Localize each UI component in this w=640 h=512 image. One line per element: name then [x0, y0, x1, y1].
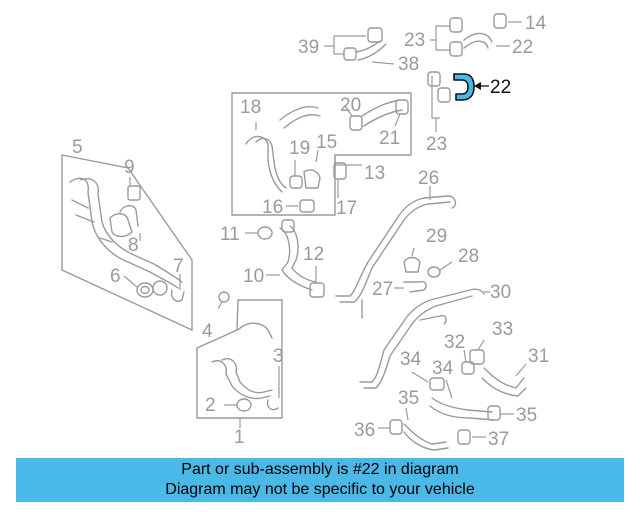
part-group-5: 5 9 8 6 7 [61, 137, 193, 332]
part-group-26-30: 26 29 28 27 30 [335, 168, 511, 389]
part-group-top: 39 38 23 22 14 [298, 13, 547, 75]
callout-24: 22 [512, 37, 533, 58]
part-group-13: 18 19 15 20 21 16 13 17 [231, 92, 412, 219]
callout-21: 21 [379, 128, 400, 149]
callout-33: 33 [492, 319, 513, 340]
callout-8: 8 [128, 235, 139, 256]
callout-26: 26 [418, 168, 439, 189]
callout-9: 9 [124, 157, 135, 178]
callout-18: 18 [240, 97, 261, 118]
part-group-31-37: 33 32 31 34 34 35 35 36 37 [354, 319, 549, 451]
callout-5: 5 [72, 137, 83, 158]
callout-1: 1 [234, 427, 245, 448]
callout-13: 13 [364, 163, 385, 184]
callout-14: 14 [525, 13, 547, 34]
callout-35: 34 [400, 349, 422, 370]
part-group-1: 1 2 3 4 [196, 291, 284, 448]
callout-27: 27 [372, 279, 393, 300]
callout-22: 22 [490, 77, 511, 98]
info-banner: Part or sub-assembly is #22 in diagram D… [16, 458, 624, 502]
banner-line-1: Part or sub-assembly is #22 in diagram [181, 461, 459, 478]
callout-4: 4 [202, 321, 213, 342]
highlighted-part-22 [453, 73, 475, 101]
callout-39: 39 [298, 37, 319, 58]
callout-17: 17 [336, 198, 357, 219]
callout-15: 15 [316, 132, 337, 153]
part-group-10-12: 11 10 12 [220, 219, 325, 298]
callout-7: 7 [173, 256, 184, 277]
callout-10: 10 [243, 266, 264, 287]
callout-36: 35 [398, 388, 419, 409]
callout-16: 16 [262, 197, 283, 218]
part-group-22-23: 23 22 [426, 71, 511, 155]
callout-38: 38 [398, 54, 419, 75]
callout-34: 34 [432, 358, 454, 379]
callout-32: 32 [444, 332, 465, 353]
callout-19: 19 [289, 138, 310, 159]
callout-25: 23 [404, 30, 425, 51]
callout-3: 3 [273, 346, 284, 367]
callout-20: 20 [340, 95, 361, 116]
callout-6: 6 [110, 266, 121, 287]
callout-12: 12 [303, 244, 324, 265]
callout-35-b: 35 [516, 405, 537, 426]
callout-31: 31 [528, 346, 549, 367]
banner-line-2: Diagram may not be specific to your vehi… [165, 481, 475, 498]
callout-2: 2 [205, 395, 216, 416]
callout-28: 28 [458, 246, 479, 267]
callout-37: 36 [354, 420, 375, 441]
callout-29: 29 [426, 226, 447, 247]
callout-23: 23 [426, 134, 447, 155]
callout-30: 30 [490, 282, 511, 303]
callout-11: 11 [220, 224, 240, 245]
callout-37-b: 37 [488, 429, 509, 450]
